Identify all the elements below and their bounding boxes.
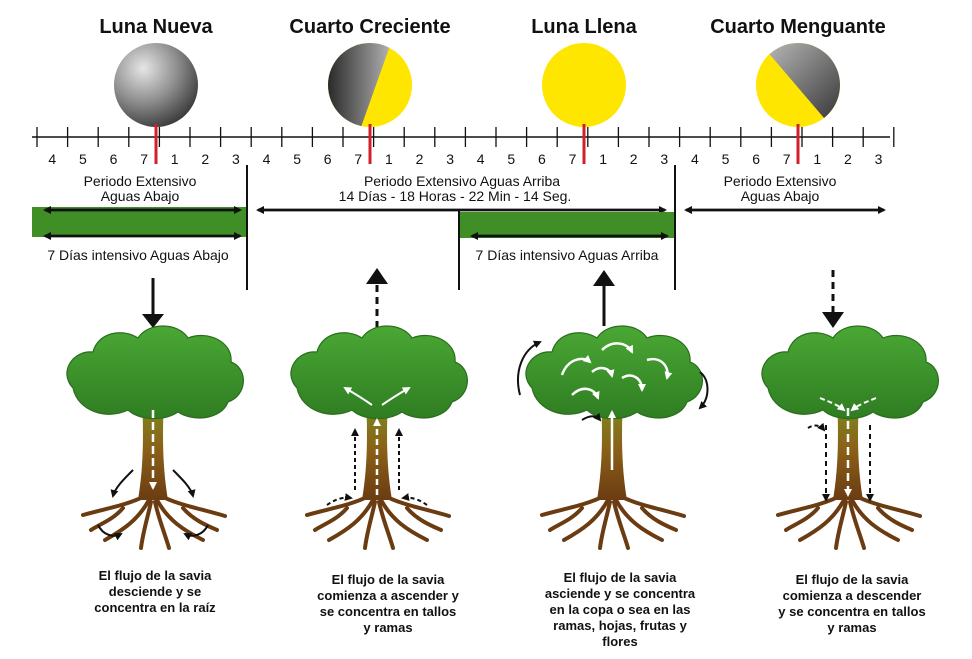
up-dashed-arrow-icon bbox=[366, 268, 388, 328]
description-line: El flujo de la savia bbox=[564, 570, 677, 585]
full-moon-icon bbox=[542, 43, 626, 127]
last-quarter-moon-icon bbox=[756, 43, 845, 130]
intensive-up-label: 7 Días intensivo Aguas Arriba bbox=[476, 247, 659, 263]
tick-label: 3 bbox=[875, 151, 883, 167]
tick-label: 2 bbox=[416, 151, 424, 167]
tick-label: 5 bbox=[293, 151, 301, 167]
tick-label: 3 bbox=[232, 151, 240, 167]
description-line: y ramas bbox=[827, 620, 876, 635]
tick-label: 1 bbox=[599, 151, 607, 167]
description-line: y ramas bbox=[363, 620, 412, 635]
tick-label: 5 bbox=[79, 151, 87, 167]
description-line: flores bbox=[602, 634, 637, 649]
description-line: asciende y se concentra bbox=[545, 586, 696, 601]
tick-label: 4 bbox=[477, 151, 485, 167]
phase-title-new-moon: Luna Nueva bbox=[99, 16, 213, 38]
period-right-line2: Aguas Abajo bbox=[741, 188, 820, 204]
tick-label: 1 bbox=[385, 151, 393, 167]
down-solid-arrow-icon bbox=[142, 278, 164, 328]
timeline-ruler bbox=[32, 124, 894, 164]
tick-label: 6 bbox=[324, 151, 332, 167]
new-moon-icon bbox=[114, 43, 198, 127]
description-line: El flujo de la savia bbox=[332, 572, 445, 587]
first-quarter-moon-icon bbox=[328, 40, 412, 130]
tick-label: 5 bbox=[507, 151, 515, 167]
tick-label: 7 bbox=[783, 151, 791, 167]
tick-label: 7 bbox=[569, 151, 577, 167]
roots bbox=[83, 495, 225, 548]
tick-label: 7 bbox=[140, 151, 148, 167]
period-center-bar bbox=[460, 212, 674, 238]
tick-label: 2 bbox=[844, 151, 852, 167]
description-line: El flujo de la savia bbox=[796, 572, 909, 587]
tick-label: 4 bbox=[691, 151, 699, 167]
tree-new-moon bbox=[67, 326, 243, 548]
description-line: en la copa o sea en las bbox=[550, 602, 691, 617]
tree-full-moon bbox=[518, 326, 707, 548]
tick-label: 3 bbox=[446, 151, 454, 167]
timeline-tick-labels: 4 5 6 7 1 2 3 4 5 6 7 1 2 3 4 5 6 7 1 2 3 4 5 6 7 1 2 3 bbox=[48, 151, 882, 167]
tick-label: 1 bbox=[813, 151, 821, 167]
tick-label: 2 bbox=[201, 151, 209, 167]
phase-title-last-quarter: Cuarto Menguante bbox=[710, 16, 886, 38]
period-left-bar bbox=[32, 207, 246, 237]
foliage bbox=[291, 326, 467, 419]
description-line: ramas, hojas, frutas y bbox=[553, 618, 687, 633]
tick-label: 6 bbox=[110, 151, 118, 167]
tree-first-quarter bbox=[291, 326, 467, 548]
tick-label: 4 bbox=[48, 151, 56, 167]
tick-label: 1 bbox=[171, 151, 179, 167]
foliage bbox=[762, 326, 938, 419]
tick-label: 3 bbox=[660, 151, 668, 167]
tick-label: 6 bbox=[752, 151, 760, 167]
foliage bbox=[526, 326, 702, 419]
description-line: desciende y se bbox=[109, 584, 202, 599]
tree-last-quarter bbox=[762, 326, 938, 548]
description-line: se concentra en tallos bbox=[320, 604, 457, 619]
phase-title-full-moon: Luna Llena bbox=[531, 16, 637, 38]
tick-label: 6 bbox=[538, 151, 546, 167]
roots bbox=[542, 495, 684, 548]
description-line: concentra en la raíz bbox=[94, 600, 216, 615]
tick-label: 2 bbox=[630, 151, 638, 167]
description-line: El flujo de la savia bbox=[99, 568, 212, 583]
period-left-line1: Periodo Extensivo bbox=[84, 173, 197, 189]
tick-label: 5 bbox=[722, 151, 730, 167]
period-left-line2: Aguas Abajo bbox=[101, 188, 180, 204]
down-dashed-arrow-icon bbox=[822, 270, 844, 328]
description-line: comienza a descender bbox=[783, 588, 922, 603]
description-line: y se concentra en tallos bbox=[778, 604, 925, 619]
period-center-line2: 14 Días - 18 Horas - 22 Min - 14 Seg. bbox=[339, 188, 572, 204]
tick-label: 7 bbox=[354, 151, 362, 167]
intensive-down-label: 7 Días intensivo Aguas Abajo bbox=[47, 247, 229, 263]
period-right-line1: Periodo Extensivo bbox=[724, 173, 837, 189]
tick-label: 4 bbox=[263, 151, 271, 167]
period-center-line1: Periodo Extensivo Aguas Arriba bbox=[364, 173, 560, 189]
roots bbox=[778, 495, 920, 548]
foliage bbox=[67, 326, 243, 419]
description-line: comienza a ascender y bbox=[317, 588, 459, 603]
up-solid-arrow-icon bbox=[593, 270, 615, 326]
phase-title-first-quarter: Cuarto Creciente bbox=[289, 16, 450, 38]
